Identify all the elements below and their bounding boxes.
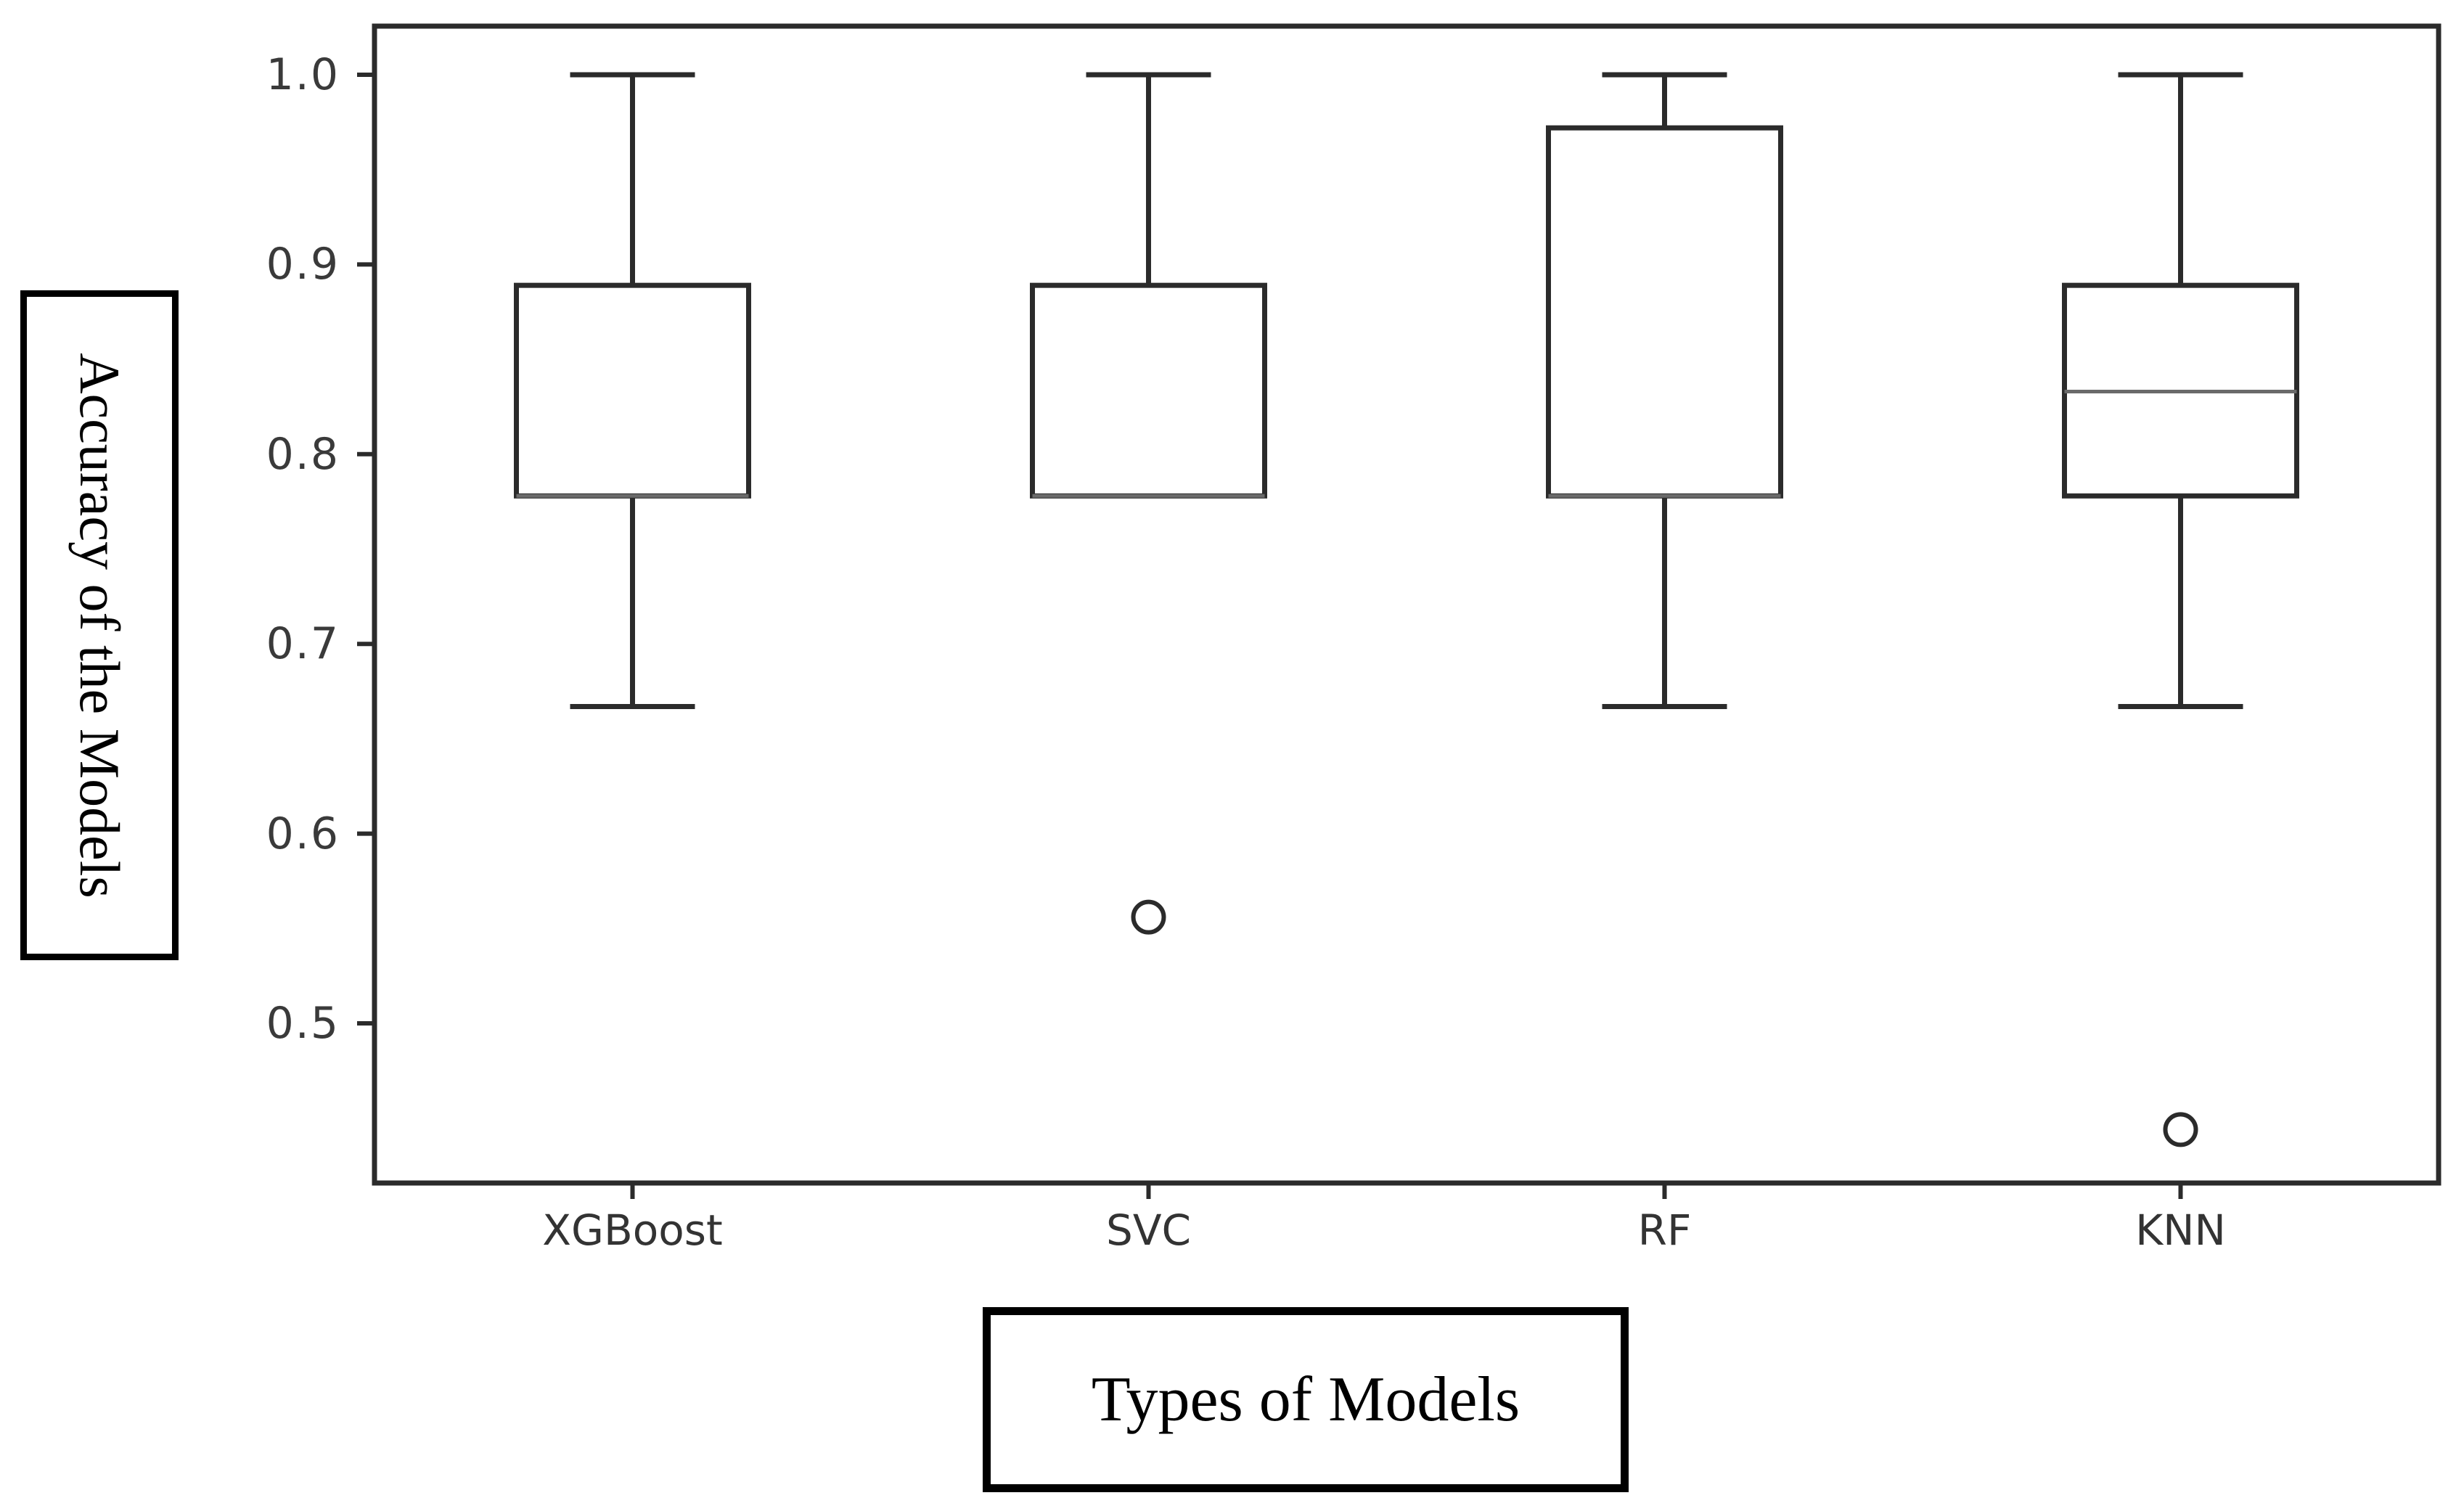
y-tick-label-0.9: 0.9 [266,239,340,290]
y-tick-label-0.6: 0.6 [266,808,340,859]
x-axis-title: Types of Models [1091,1364,1520,1435]
outlier-SVC-0 [1131,899,1166,935]
x-tick-label-KNN: KNN [2135,1206,2226,1255]
x-tick-label-SVC: SVC [1106,1206,1191,1255]
x-tick-label-XGBoost: XGBoost [542,1206,723,1255]
y-tick-label-0.5: 0.5 [266,998,340,1049]
box-RF [1546,125,1783,499]
y-tick-label-0.8: 0.8 [266,428,340,480]
box-SVC [1030,282,1267,499]
box-XGBoost [514,282,751,499]
outlier-KNN-0 [2163,1112,2198,1147]
x-tick-label-RF: RF [1637,1206,1692,1255]
y-tick-label-1.0: 1.0 [266,49,340,100]
y-axis-title-box: Accuracy of the Models [20,290,179,960]
y-tick-label-0.7: 0.7 [266,618,340,670]
y-axis-title: Accuracy of the Models [68,352,131,899]
plot-border [372,23,2442,1186]
x-axis-title-box: Types of Models [983,1307,1629,1492]
